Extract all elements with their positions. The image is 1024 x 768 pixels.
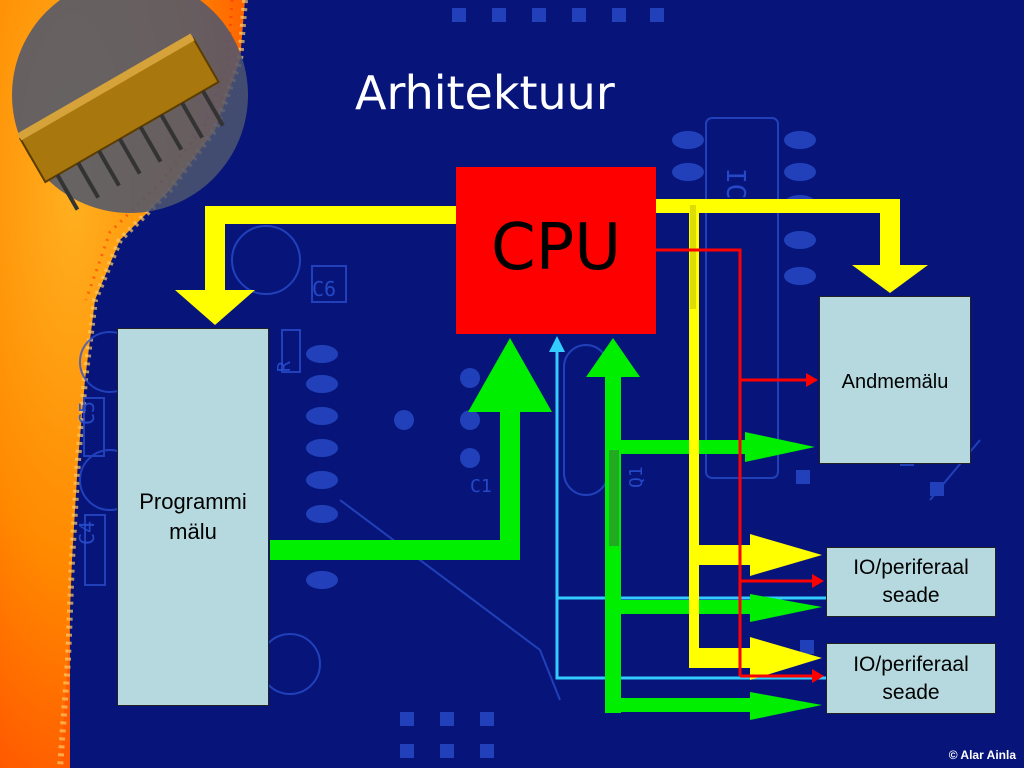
io-device-2-label-line2: seade [882, 680, 940, 704]
address-bus [175, 199, 928, 680]
data-memory-block: Andmemälu [819, 296, 971, 464]
io-device-2-label-line1: IO/periferaal [853, 652, 969, 676]
cpu-block: CPU [456, 167, 656, 334]
io-device-block-2: IO/periferaal seade [826, 643, 996, 714]
io-device-block-1: IO/periferaal seade [826, 547, 996, 617]
board-label-c1: C1 [470, 476, 492, 497]
board-label-r: R [274, 361, 295, 372]
board-label-q1: Q1 [626, 466, 647, 488]
copyright-notice: © Alar Ainla [948, 748, 1016, 762]
program-memory-block: Programmi mälu [117, 328, 269, 706]
board-label-c5: C5 [75, 401, 99, 425]
program-memory-label-line2: mälu [169, 519, 217, 544]
control-lines [656, 248, 824, 683]
cpu-label: CPU [490, 211, 622, 285]
data-bus [270, 338, 822, 720]
io-select-lines [549, 336, 826, 680]
slide-title: Arhitektuur [355, 66, 615, 120]
microchip-icon [17, 33, 225, 211]
io-device-1-label-line2: seade [882, 584, 940, 607]
board-label-c4: C4 [75, 521, 99, 545]
board-label-c6: C6 [312, 277, 336, 301]
io-device-1-label-line1: IO/periferaal [853, 556, 969, 579]
program-memory-label-line1: Programmi [139, 489, 247, 514]
orange-sun-decoration [0, 0, 248, 768]
data-memory-label: Andmemälu [841, 371, 949, 393]
